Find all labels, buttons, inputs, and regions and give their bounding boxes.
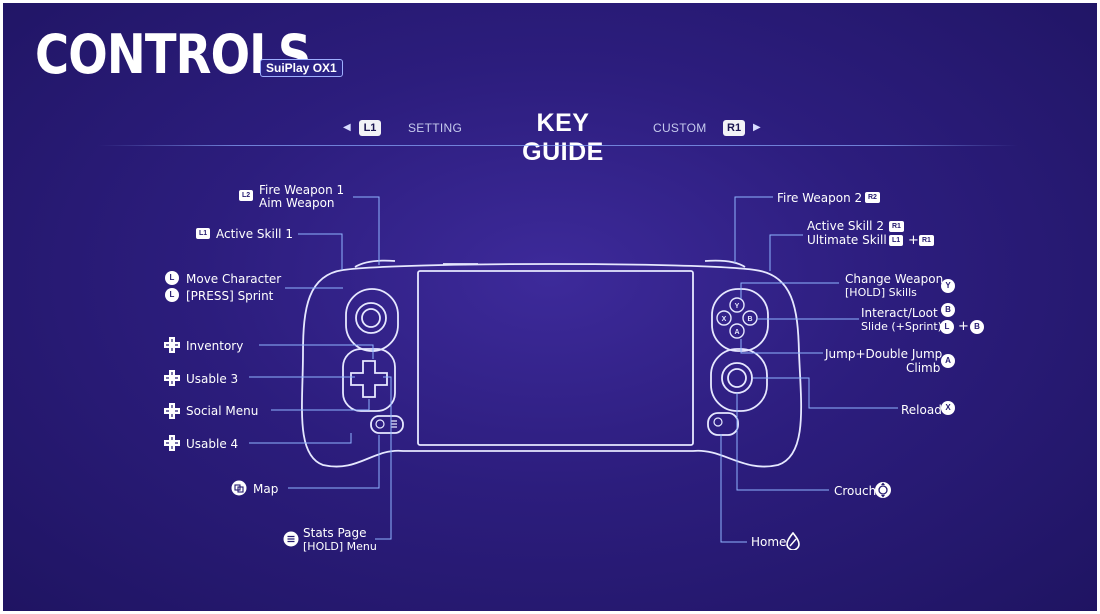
leader-fire-weapon-1 bbox=[353, 196, 380, 265]
dpad bbox=[350, 360, 388, 398]
label-usable-4: Usable 4 bbox=[186, 437, 239, 451]
svg-text:X: X bbox=[722, 316, 727, 323]
left-stick-icon: L bbox=[165, 271, 179, 285]
l1-badge: L1 bbox=[196, 228, 211, 239]
leader-inventory bbox=[259, 344, 374, 359]
label-map: Map bbox=[253, 482, 279, 496]
label-fire-weapon-2: Fire Weapon 2 bbox=[777, 191, 863, 205]
label-stats-page: Stats Page bbox=[303, 526, 367, 540]
right-stick-well bbox=[710, 348, 768, 412]
svg-text:A: A bbox=[734, 329, 739, 336]
right-stick-icon bbox=[875, 482, 891, 498]
label-active-skill-2: Active Skill 2 bbox=[807, 219, 884, 233]
device-body bbox=[301, 263, 803, 468]
dpad-well bbox=[342, 348, 396, 412]
brand-logo: SuiPlay OX1 bbox=[260, 59, 343, 77]
tab-bar: ◀ L1 SETTING KEY GUIDE CUSTOM R1 ▶ bbox=[3, 109, 1097, 166]
leader-jump bbox=[740, 339, 823, 354]
leader-active-skill-1 bbox=[298, 233, 343, 270]
home-button bbox=[707, 412, 739, 436]
leader-menu bbox=[375, 376, 392, 540]
device-screen bbox=[417, 270, 694, 446]
label-usable-3: Usable 3 bbox=[186, 372, 239, 386]
face-button-well bbox=[711, 288, 769, 352]
left-stick-press-icon: L bbox=[165, 288, 179, 302]
l2-badge: L2 bbox=[239, 190, 254, 201]
menu-icon bbox=[283, 531, 299, 547]
leader-change-weapon bbox=[740, 282, 839, 299]
r2-badge: R2 bbox=[865, 192, 880, 203]
tab-prev-button[interactable]: L1 bbox=[359, 120, 381, 136]
label-social-menu: Social Menu bbox=[186, 404, 259, 418]
label-home: Home bbox=[751, 535, 787, 549]
label-inventory: Inventory bbox=[186, 339, 244, 353]
y-button-icon: Y bbox=[941, 279, 955, 293]
tab-next-arrow-icon[interactable]: ▶ bbox=[753, 122, 761, 133]
label-move-character: Move Character bbox=[186, 272, 282, 286]
x-button-icon: X bbox=[941, 401, 955, 415]
plus-sign: + bbox=[958, 319, 969, 334]
leader-home bbox=[720, 434, 747, 543]
header-divider bbox=[98, 145, 1018, 146]
map-button bbox=[370, 415, 404, 434]
svg-text:Y: Y bbox=[735, 303, 740, 310]
r1-badge: R1 bbox=[889, 221, 904, 232]
r1-badge: R1 bbox=[919, 235, 934, 246]
l1-badge: L1 bbox=[889, 235, 904, 246]
dpad-icon bbox=[164, 403, 180, 419]
tab-setting[interactable]: SETTING bbox=[408, 121, 463, 135]
plus-sign: + bbox=[908, 233, 919, 248]
leader-crouch bbox=[736, 393, 829, 491]
label-slide-sprint: Slide (+Sprint) bbox=[861, 320, 942, 333]
tab-prev-arrow-icon[interactable]: ◀ bbox=[343, 122, 351, 133]
leader-usable-4 bbox=[249, 433, 352, 444]
left-stick bbox=[355, 302, 387, 334]
label-jump-double-jump: Jump+Double Jump bbox=[825, 347, 943, 361]
label-change-weapon: Change Weapon bbox=[845, 272, 944, 286]
left-stick-well bbox=[345, 288, 399, 352]
label-fire-weapon-1: Fire Weapon 1 bbox=[259, 183, 345, 197]
label-hold-skills: [HOLD] Skills bbox=[845, 286, 917, 299]
label-reload: Reload bbox=[901, 403, 942, 417]
b-button-icon: B bbox=[970, 320, 984, 334]
dpad-icon bbox=[164, 435, 180, 451]
b-button-icon: B bbox=[941, 303, 955, 317]
controls-screen: CONTROLS SuiPlay OX1 ◀ L1 SETTING KEY GU… bbox=[3, 3, 1097, 611]
right-stick bbox=[721, 362, 753, 394]
label-interact-loot: Interact/Loot bbox=[861, 306, 938, 320]
leader-fire-weapon-2 bbox=[734, 196, 773, 263]
left-shoulder-button bbox=[354, 259, 396, 268]
label-crouch: Crouch bbox=[834, 484, 877, 498]
label-ultimate-skill: Ultimate Skill bbox=[807, 233, 887, 247]
tab-key-guide[interactable]: KEY GUIDE bbox=[522, 109, 604, 166]
right-shoulder-button bbox=[704, 259, 746, 268]
label-active-skill-1: Active Skill 1 bbox=[216, 227, 293, 241]
home-icon bbox=[786, 532, 800, 550]
dpad-icon bbox=[164, 370, 180, 386]
handheld-device-diagram: Y X B A bbox=[249, 196, 898, 543]
label-sprint: [PRESS] Sprint bbox=[186, 289, 274, 303]
tab-custom[interactable]: CUSTOM bbox=[653, 121, 707, 135]
leader-social-menu bbox=[271, 399, 370, 411]
label-climb: Climb bbox=[906, 361, 941, 375]
label-hold-menu: [HOLD] Menu bbox=[303, 540, 377, 553]
tab-next-button[interactable]: R1 bbox=[723, 120, 746, 136]
a-button-icon: A bbox=[941, 354, 955, 368]
svg-text:B: B bbox=[747, 316, 752, 323]
leader-map bbox=[288, 435, 380, 489]
leader-active-skill-2 bbox=[769, 234, 803, 271]
dpad-icon bbox=[164, 337, 180, 353]
left-stick-icon: L bbox=[940, 320, 954, 334]
map-icon bbox=[231, 480, 247, 496]
leader-reload bbox=[753, 377, 898, 409]
label-aim-weapon: Aim Weapon bbox=[259, 196, 335, 210]
